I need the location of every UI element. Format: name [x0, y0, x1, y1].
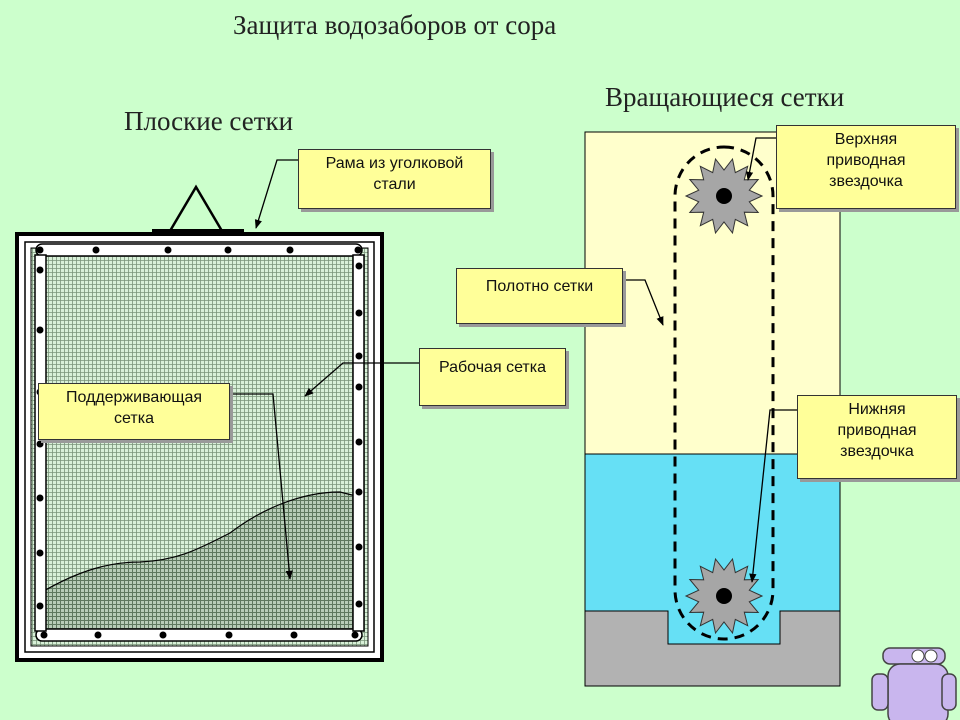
rotating-screens-title: Вращающиеся сетки: [605, 82, 845, 112]
callout-line: звездочка: [829, 173, 903, 190]
callout-line: Рабочая сетка: [438, 359, 547, 376]
rivets: [36, 246, 363, 639]
bottom-rail: [35, 628, 363, 642]
lower-sprocket-leader: [749, 409, 797, 583]
callout-line: Рама из уголковой: [325, 155, 464, 172]
support-mesh-callout: Поддерживающая сетка: [38, 383, 230, 440]
working-mesh-callout: Рабочая сетка: [419, 348, 566, 406]
flat-screen: [15, 184, 384, 662]
support-leader: [230, 393, 293, 580]
callout-line: Полотно сетки: [485, 278, 594, 295]
mesh-belt-callout: Полотно сетки: [456, 268, 623, 324]
robot-icon: [871, 647, 957, 720]
flat-screens-title: Плоские сетки: [124, 106, 294, 136]
top-rail: [35, 243, 363, 257]
frame-leader: [254, 159, 298, 229]
lifting-loop: [168, 184, 224, 232]
upper-sprocket-callout: Верхняя приводная звездочка: [776, 125, 956, 209]
upper-sprocket-leader: [745, 137, 776, 181]
callout-line: Поддерживающая: [65, 389, 203, 406]
callout-line: стали: [373, 176, 416, 193]
supporting-mesh-edge: [41, 491, 357, 593]
main-title: Защита водозаборов от сора: [233, 10, 557, 40]
callout-line: приводная: [837, 422, 917, 439]
concrete-base: [584, 610, 841, 687]
working-leader: [304, 362, 419, 397]
callout-line: приводная: [826, 152, 906, 169]
callout-line: звездочка: [840, 443, 914, 460]
frame-callout: Рама из уголковой стали: [298, 149, 491, 209]
callout-line: сетка: [114, 410, 154, 427]
mesh-belt: [673, 145, 775, 641]
callout-line: Нижняя: [848, 401, 906, 418]
inner-frame-line: [24, 241, 375, 653]
mesh-belt-leader: [623, 279, 664, 326]
callout-line: Верхняя: [834, 131, 898, 148]
upper-sprocket: [684, 157, 764, 235]
lower-sprocket-callout: Нижняя приводная звездочка: [797, 395, 957, 479]
lower-sprocket: [684, 557, 764, 635]
